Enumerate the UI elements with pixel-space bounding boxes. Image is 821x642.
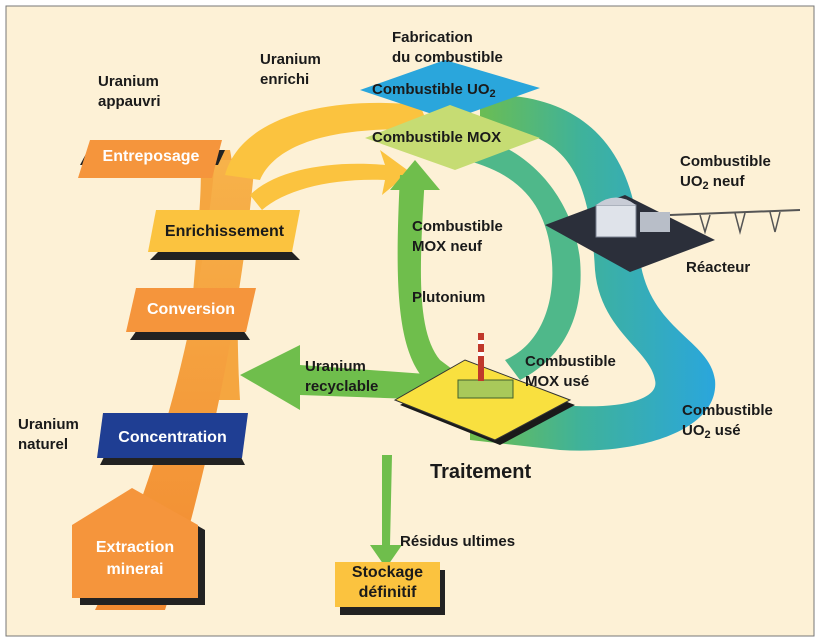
uo2-text: UO [680, 173, 703, 190]
mox-fuel-loop [465, 135, 581, 380]
waste-arrow [370, 455, 402, 568]
chimney-stripe [478, 352, 484, 356]
combustible-uo2-neuf-label-1: Combustible [680, 153, 771, 170]
uranium-recyclable-label-1: Uranium [305, 358, 366, 375]
enrichissement-box [148, 210, 300, 252]
plutonium-arrow-head [390, 160, 440, 190]
combustible-uo2-use-label-1: Combustible [682, 402, 773, 419]
treatment-platform [393, 359, 572, 441]
stockage-box [335, 562, 440, 607]
uranium-enrichi-label-2: enrichi [260, 71, 310, 88]
uranium-recyclable-label-2: recyclable [305, 378, 379, 395]
uo2-fuel-loop [470, 94, 716, 451]
treatment-chimney [478, 333, 484, 381]
enrichissement-label: Enrichissement [164, 223, 285, 240]
reactor-building [595, 204, 637, 238]
uranium-appauvri-label-2: appauvri [98, 93, 161, 110]
subscript-2: 2 [704, 429, 711, 441]
recyclable-uranium-arrow [240, 345, 440, 410]
reactor-annex [640, 212, 670, 232]
power-pylons [699, 211, 781, 235]
fabrication-label-2: du combustible [392, 49, 503, 66]
uranium-enrichi-label-1: Uranium [260, 51, 321, 68]
entreposage-box [78, 140, 222, 178]
treatment-plant-building [457, 379, 514, 399]
natural-uranium-column [95, 160, 255, 610]
combustible-uo2-neuf-label-2: UO2 neuf [680, 172, 744, 196]
extraction-box [72, 488, 198, 598]
combustible-uo2-use-label-2: UO2 usé [682, 421, 741, 445]
conversion-label: Conversion [146, 301, 235, 318]
mox-fuel-diamond [365, 105, 540, 170]
extraction-label-1: Extraction [95, 539, 175, 556]
uo2-text: UO [682, 422, 705, 439]
plutonium-label: Plutonium [412, 289, 486, 306]
stockage-label-1: Stockage [351, 564, 424, 581]
uranium-appauvri-label-1: Uranium [98, 73, 159, 90]
combustible-uo2-label: Combustible UO2 [372, 80, 496, 104]
power-line [669, 209, 801, 216]
conversion-shadow [130, 330, 250, 340]
entreposage-label: Entreposage [102, 148, 200, 165]
enriched-uranium-flow [225, 102, 430, 180]
enriched-uranium-arrow [250, 150, 410, 210]
combustible-mox-neuf-label-2: MOX neuf [412, 238, 482, 255]
stockage-label-2: définitif [358, 584, 417, 601]
combustible-mox-use-label-2: MOX usé [525, 373, 590, 390]
uranium-naturel-label-1: Uranium [18, 416, 79, 433]
extraction-label-2: minerai [106, 561, 164, 578]
combustible-mox-neuf-label-1: Combustible [412, 218, 503, 235]
enrichissement-shadow [150, 252, 300, 260]
chimney-stripe [478, 340, 484, 344]
subscript-2: 2 [489, 88, 496, 100]
combustible-mox-label: Combustible MOX [372, 129, 502, 146]
subscript-2: 2 [702, 180, 709, 192]
combustible-mox-use-label-1: Combustible [525, 353, 616, 370]
uo2-fuel-diamond [360, 60, 540, 120]
concentration-box [97, 413, 248, 458]
concentration-label: Concentration [118, 429, 227, 446]
reactor-dome [596, 197, 636, 205]
neuf-text: neuf [708, 173, 745, 190]
conversion-box [126, 288, 256, 332]
residus-ultimes-label: Résidus ultimes [400, 533, 516, 550]
fabrication-label-1: Fabrication [392, 29, 473, 46]
traitement-label: Traitement [430, 461, 532, 483]
reacteur-label: Réacteur [686, 259, 751, 276]
uranium-naturel-label-2: naturel [18, 436, 69, 453]
use-text: usé [710, 422, 741, 439]
combustible-uo2-text: Combustible UO [372, 81, 490, 98]
plutonium-flow [397, 175, 480, 410]
